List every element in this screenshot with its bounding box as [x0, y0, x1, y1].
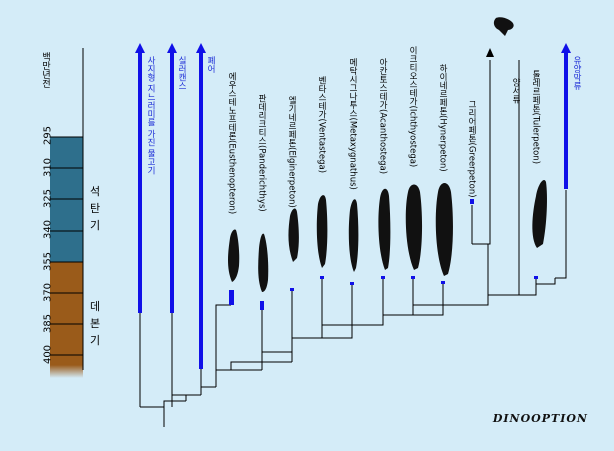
blue-lineages: [135, 43, 571, 369]
taxon-label-elginerpeton: 엘기네르페톤(Elginerpeton): [286, 96, 297, 208]
period-label-carboniferous: 석탄기: [89, 185, 101, 232]
elginerpeton-silhouette: [283, 208, 303, 262]
logo: DINOOPTION: [492, 412, 588, 425]
taxon-label-lungfish: 실러캔스: [176, 56, 187, 90]
lineage-bar-sarcopterygii: [138, 53, 142, 313]
time-column: [50, 48, 84, 378]
silhouettes: [224, 17, 553, 292]
lineage-bar-lungfish: [170, 53, 174, 313]
tick-marks: [50, 136, 83, 356]
taxon-label-eusthenopteron: 에우스테노프테론(Eusthenopteron): [226, 72, 237, 215]
lineage-bar-panderichthys: [260, 301, 264, 310]
metaxygnathus-silhouette: [342, 199, 364, 272]
devonian-band: [50, 262, 83, 365]
tree-lines: [139, 60, 567, 427]
tick-label: 400: [42, 344, 54, 365]
taxon-label-sarcopterygii: 사지형 지느러미를 가진 물고기: [145, 56, 156, 175]
taxon-label-metaxygnathus: 메탁시그나투스(Metaxygnathus): [347, 58, 358, 190]
taxon-label-panderichthys: 판데리크티스(Panderichthys): [256, 94, 267, 212]
tick-label: 340: [42, 219, 54, 240]
ichthyostega-silhouette: [398, 184, 430, 270]
panderichthys-silhouette: [258, 233, 269, 292]
lineage-bar-coelacanth: [199, 53, 203, 369]
eusthenopteron-silhouette: [224, 229, 244, 282]
devonian-fade: [50, 365, 83, 378]
tulerpeton-silhouette: [525, 179, 553, 248]
frog-silhouette: [489, 17, 514, 36]
acanthostega-silhouette: [371, 188, 397, 270]
taxon-label-amphibians: 양서류: [510, 78, 521, 104]
period-label-devonian: 데본기: [89, 300, 101, 347]
hynerpeton-silhouette: [428, 183, 460, 276]
lineage-bar-eusthenopteron: [229, 290, 234, 305]
taxon-label-hynerpeton: 하이네르페톤(Hynerpeton): [437, 64, 448, 172]
ventastega-silhouette: [309, 195, 334, 268]
taxon-label-tulerpeton: 툴레르페톤(Tulerpeton): [530, 70, 541, 165]
time-unit-label: 백만년전: [40, 52, 50, 88]
tick-label: 295: [42, 125, 54, 146]
taxon-label-coelacanth: 폐어: [205, 56, 216, 73]
taxon-label-ichthyostega: 이크티오스테가(Ichthyostega): [407, 46, 418, 168]
taxon-label-greerpeton: 그리어페톤(Greerpeton): [466, 100, 477, 198]
lineage-bar-amniotes: [564, 53, 568, 189]
taxon-label-amniotes: 유양막류: [571, 56, 582, 90]
amphibian-arrow: [486, 48, 494, 57]
taxon-label-acanthostega: 아칸토스테가(Acanthostega): [377, 58, 388, 175]
taxon-label-ventastega: 벤타스테가(Ventastega): [316, 76, 327, 174]
